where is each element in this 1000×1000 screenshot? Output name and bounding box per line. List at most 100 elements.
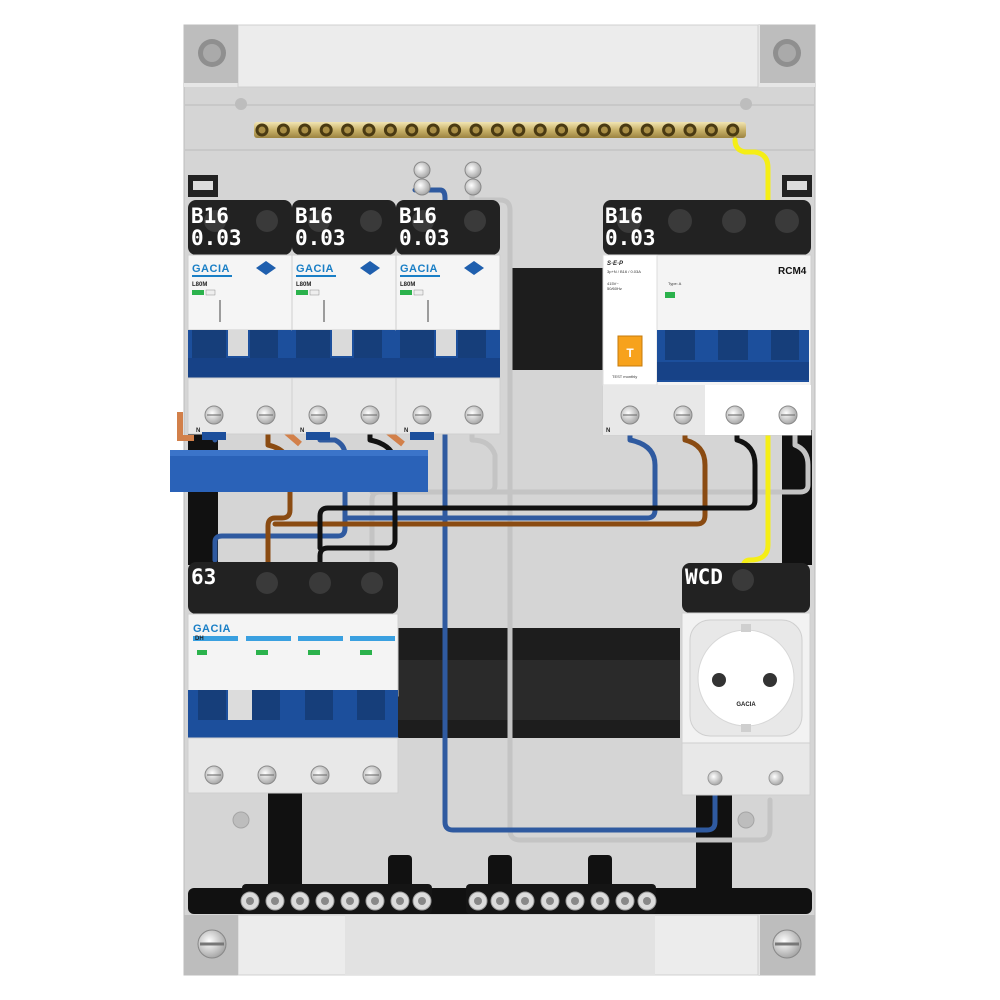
bar-screw <box>365 891 385 911</box>
mcb-rating-label: B16 <box>295 204 333 228</box>
busbar-screw <box>469 123 483 137</box>
busbar-screw <box>555 123 569 137</box>
busbar-screw <box>490 123 504 137</box>
mcb-sensitivity-label: 0.03 <box>399 226 450 250</box>
isolator-terminal-screw <box>310 765 330 785</box>
busbar-screw <box>383 123 397 137</box>
terminal-screw <box>360 405 380 425</box>
terminal-screw <box>204 405 224 425</box>
rcbo-terminal-screw <box>778 405 798 425</box>
socket-brand: GACIA <box>736 702 756 708</box>
neutral-comb-bar <box>170 450 428 492</box>
mcb-brand: GACIA <box>192 263 230 275</box>
bar-screw <box>637 891 657 911</box>
isolator-brand: GACIA <box>193 623 231 635</box>
earth-busbar <box>254 122 746 138</box>
busbar-screw <box>662 123 676 137</box>
bar-screw <box>615 891 635 911</box>
busbar-screw <box>619 123 633 137</box>
mcb-brand: GACIA <box>400 263 438 275</box>
rcm-label: RCM4 <box>778 266 807 277</box>
terminal-screw <box>256 405 276 425</box>
bar-screw <box>240 891 260 911</box>
busbar-screw <box>298 123 312 137</box>
busbar-screw <box>597 123 611 137</box>
mounting-corner-top-right <box>760 25 815 83</box>
brand-logo-icon <box>256 261 276 275</box>
neutral-mark: N <box>196 428 200 434</box>
terminal-screw <box>464 405 484 425</box>
mounting-corner-bottom-left <box>184 915 238 975</box>
neutral-mark: N <box>300 428 304 434</box>
bar-screw <box>412 891 432 911</box>
rcbo-test-label: TEST monthly <box>612 374 637 379</box>
rcbo-brand: S·E·P <box>607 261 624 267</box>
busbar-screw <box>405 123 419 137</box>
mcb-brand: GACIA <box>296 263 334 275</box>
socket-label: WCD <box>685 565 723 589</box>
mounting-corner-top-left <box>184 25 238 83</box>
bar-screw <box>390 891 410 911</box>
busbar-screw <box>683 123 697 137</box>
brand-logo-icon <box>464 261 484 275</box>
socket-outlet[interactable]: WCD GACIA <box>681 563 811 796</box>
busbar-screw <box>576 123 590 137</box>
rcbo-neutral-mark: N <box>606 428 610 434</box>
busbar-screw <box>704 123 718 137</box>
rcbo-terminal-screw <box>673 405 693 425</box>
mcb-rating-label: B16 <box>191 204 229 228</box>
isolator-terminal-screw <box>204 765 224 785</box>
isolator-rating-label: 63 <box>191 565 216 589</box>
terminal-bar-bottom <box>188 790 812 914</box>
terminal-screw <box>412 405 432 425</box>
busbar-screw <box>533 123 547 137</box>
rcbo-rating-label: B16 <box>605 204 643 228</box>
busbar-screw <box>640 123 654 137</box>
mcb-model: L80M <box>400 282 415 288</box>
bar-screw <box>490 891 510 911</box>
terminal-screw <box>308 405 328 425</box>
bar-screw <box>340 891 360 911</box>
busbar-screw <box>448 123 462 137</box>
mcb-sensitivity-label: 0.03 <box>295 226 346 250</box>
rcbo-4pole[interactable]: B16 0.03 S·E·P 3p+N / B16 / 0.03A 415V~ … <box>602 200 812 436</box>
svg-text:50/60Hz: 50/60Hz <box>607 286 622 291</box>
mcb-rating-label: B16 <box>399 204 437 228</box>
brand-logo-icon <box>360 261 380 275</box>
bar-screw <box>540 891 560 911</box>
mcb-model: L80M <box>192 282 207 288</box>
busbar-screw <box>726 123 740 137</box>
main-isolator[interactable]: 63 GACIA DH <box>187 562 399 794</box>
svg-text:T: T <box>626 346 634 360</box>
rcbo-spec: 3p+N / B16 / 0.03A <box>607 269 641 274</box>
mcb-model: L80M <box>296 282 311 288</box>
bar-screw <box>590 891 610 911</box>
isolator-terminal-screw <box>257 765 277 785</box>
neutral-mark: N <box>404 428 408 434</box>
rcbo-type: Type: A <box>668 281 682 286</box>
bar-screw <box>565 891 585 911</box>
busbar-screw <box>512 123 526 137</box>
rcbo-terminal-screw <box>725 405 745 425</box>
busbar-screw <box>341 123 355 137</box>
rcbo-sensitivity-label: 0.03 <box>605 226 656 250</box>
bar-screw <box>468 891 488 911</box>
bar-screw <box>265 891 285 911</box>
busbar-screw <box>319 123 333 137</box>
rcbo-terminal-screw <box>620 405 640 425</box>
isolator-terminal-screw <box>362 765 382 785</box>
rail-right <box>782 430 812 565</box>
svg-text:415V~: 415V~ <box>607 281 619 286</box>
feed-terminal-screws <box>413 161 482 196</box>
busbar-screw <box>362 123 376 137</box>
busbar-screw <box>276 123 290 137</box>
busbar-screw <box>426 123 440 137</box>
bar-screw <box>315 891 335 911</box>
mounting-corner-bottom-right <box>760 915 815 975</box>
mcb-sensitivity-label: 0.03 <box>191 226 242 250</box>
busbar-screw <box>255 123 269 137</box>
